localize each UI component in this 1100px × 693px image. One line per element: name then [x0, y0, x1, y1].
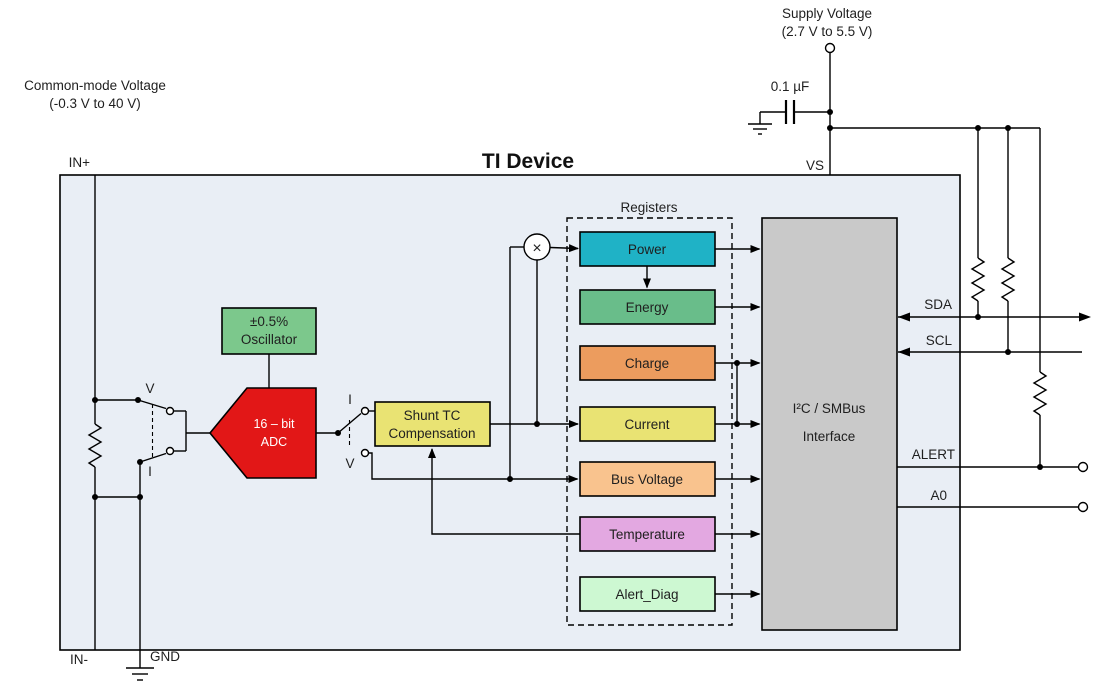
register-alert-diag-label: Alert_Diag [615, 587, 678, 602]
multiplier-wires [507, 244, 579, 482]
register-bus-voltage [579, 461, 716, 497]
temperature-compensation-wire [428, 448, 580, 535]
register-charge-label: Charge [625, 356, 669, 371]
interface-label-line1: I²C / SMBus [793, 401, 866, 416]
gnd-ground-symbol [126, 667, 154, 681]
multiplier-symbol: × [532, 240, 541, 257]
supply-voltage-label-line1: Supply Voltage [782, 6, 872, 21]
oscillator-label-line2: Oscillator [241, 332, 298, 347]
shunt-tc-label-line2: Compensation [388, 426, 475, 441]
adc-mux-v-label: V [345, 456, 354, 471]
register-alert-diag [579, 576, 716, 612]
oscillator-label-line1: ±0.5% [250, 314, 288, 329]
register-energy [579, 289, 716, 325]
in-minus-pin-label: IN- [70, 652, 88, 667]
input-mux-v-label: V [145, 381, 154, 396]
input-bias-resistor [87, 423, 103, 468]
common-mode-label-line2: (-0.3 V to 40 V) [49, 96, 141, 111]
register-current-label: Current [624, 417, 669, 432]
pullup-resistor-sda [970, 125, 986, 317]
adc-label-line2: ADC [261, 435, 287, 449]
oscillator-block [221, 307, 317, 355]
register-temperature [579, 516, 716, 552]
device-title: TI Device [482, 150, 574, 173]
alert-line [897, 461, 1089, 473]
register-temperature-label: Temperature [609, 527, 685, 542]
alert-terminal [1077, 461, 1089, 473]
sda-line [898, 312, 1091, 322]
a0-terminal [1077, 501, 1089, 513]
common-mode-label-line1: Common-mode Voltage [24, 78, 166, 93]
multiplier-node [523, 233, 551, 261]
register-power-label: Power [628, 242, 667, 257]
input-mux-i-label: I [148, 464, 152, 479]
register-bus-voltage-label: Bus Voltage [611, 472, 683, 487]
sda-pin-label: SDA [924, 297, 952, 312]
scl-line [898, 347, 1082, 357]
pullup-resistor-alert [1032, 128, 1048, 467]
registers-title: Registers [620, 200, 677, 215]
supply-ground-symbol [748, 112, 772, 135]
adc-label-line1: 16 – bit [253, 417, 295, 431]
vs-pin-label: VS [806, 158, 824, 173]
register-interface-arrows [715, 245, 761, 598]
registers-group-box [566, 217, 733, 626]
a0-line [897, 501, 1089, 513]
gnd-pin-label: GND [150, 649, 180, 664]
shunt-tc-label-line1: Shunt TC [404, 408, 461, 423]
adc-output-mux-switch [316, 406, 375, 458]
register-charge [579, 345, 716, 381]
bypass-capacitor [760, 100, 830, 124]
shunt-tc-block [374, 401, 491, 447]
adc-mux-i-label: I [348, 392, 352, 407]
supply-terminal [824, 42, 836, 54]
bus-voltage-signal-wire [368, 452, 579, 483]
alert-pin-label: ALERT [912, 447, 955, 462]
capacitor-value-label: 0.1 µF [771, 79, 810, 94]
register-energy-label: Energy [626, 300, 669, 315]
interface-block [761, 217, 898, 631]
pullup-resistor-scl [1000, 125, 1016, 352]
interface-label-line2: Interface [803, 429, 856, 444]
scl-pin-label: SCL [926, 333, 953, 348]
in-plus-pin-label: IN+ [69, 155, 91, 170]
register-current [579, 406, 716, 442]
a0-pin-label: A0 [930, 488, 947, 503]
supply-voltage-label-line2: (2.7 V to 5.5 V) [782, 24, 873, 39]
